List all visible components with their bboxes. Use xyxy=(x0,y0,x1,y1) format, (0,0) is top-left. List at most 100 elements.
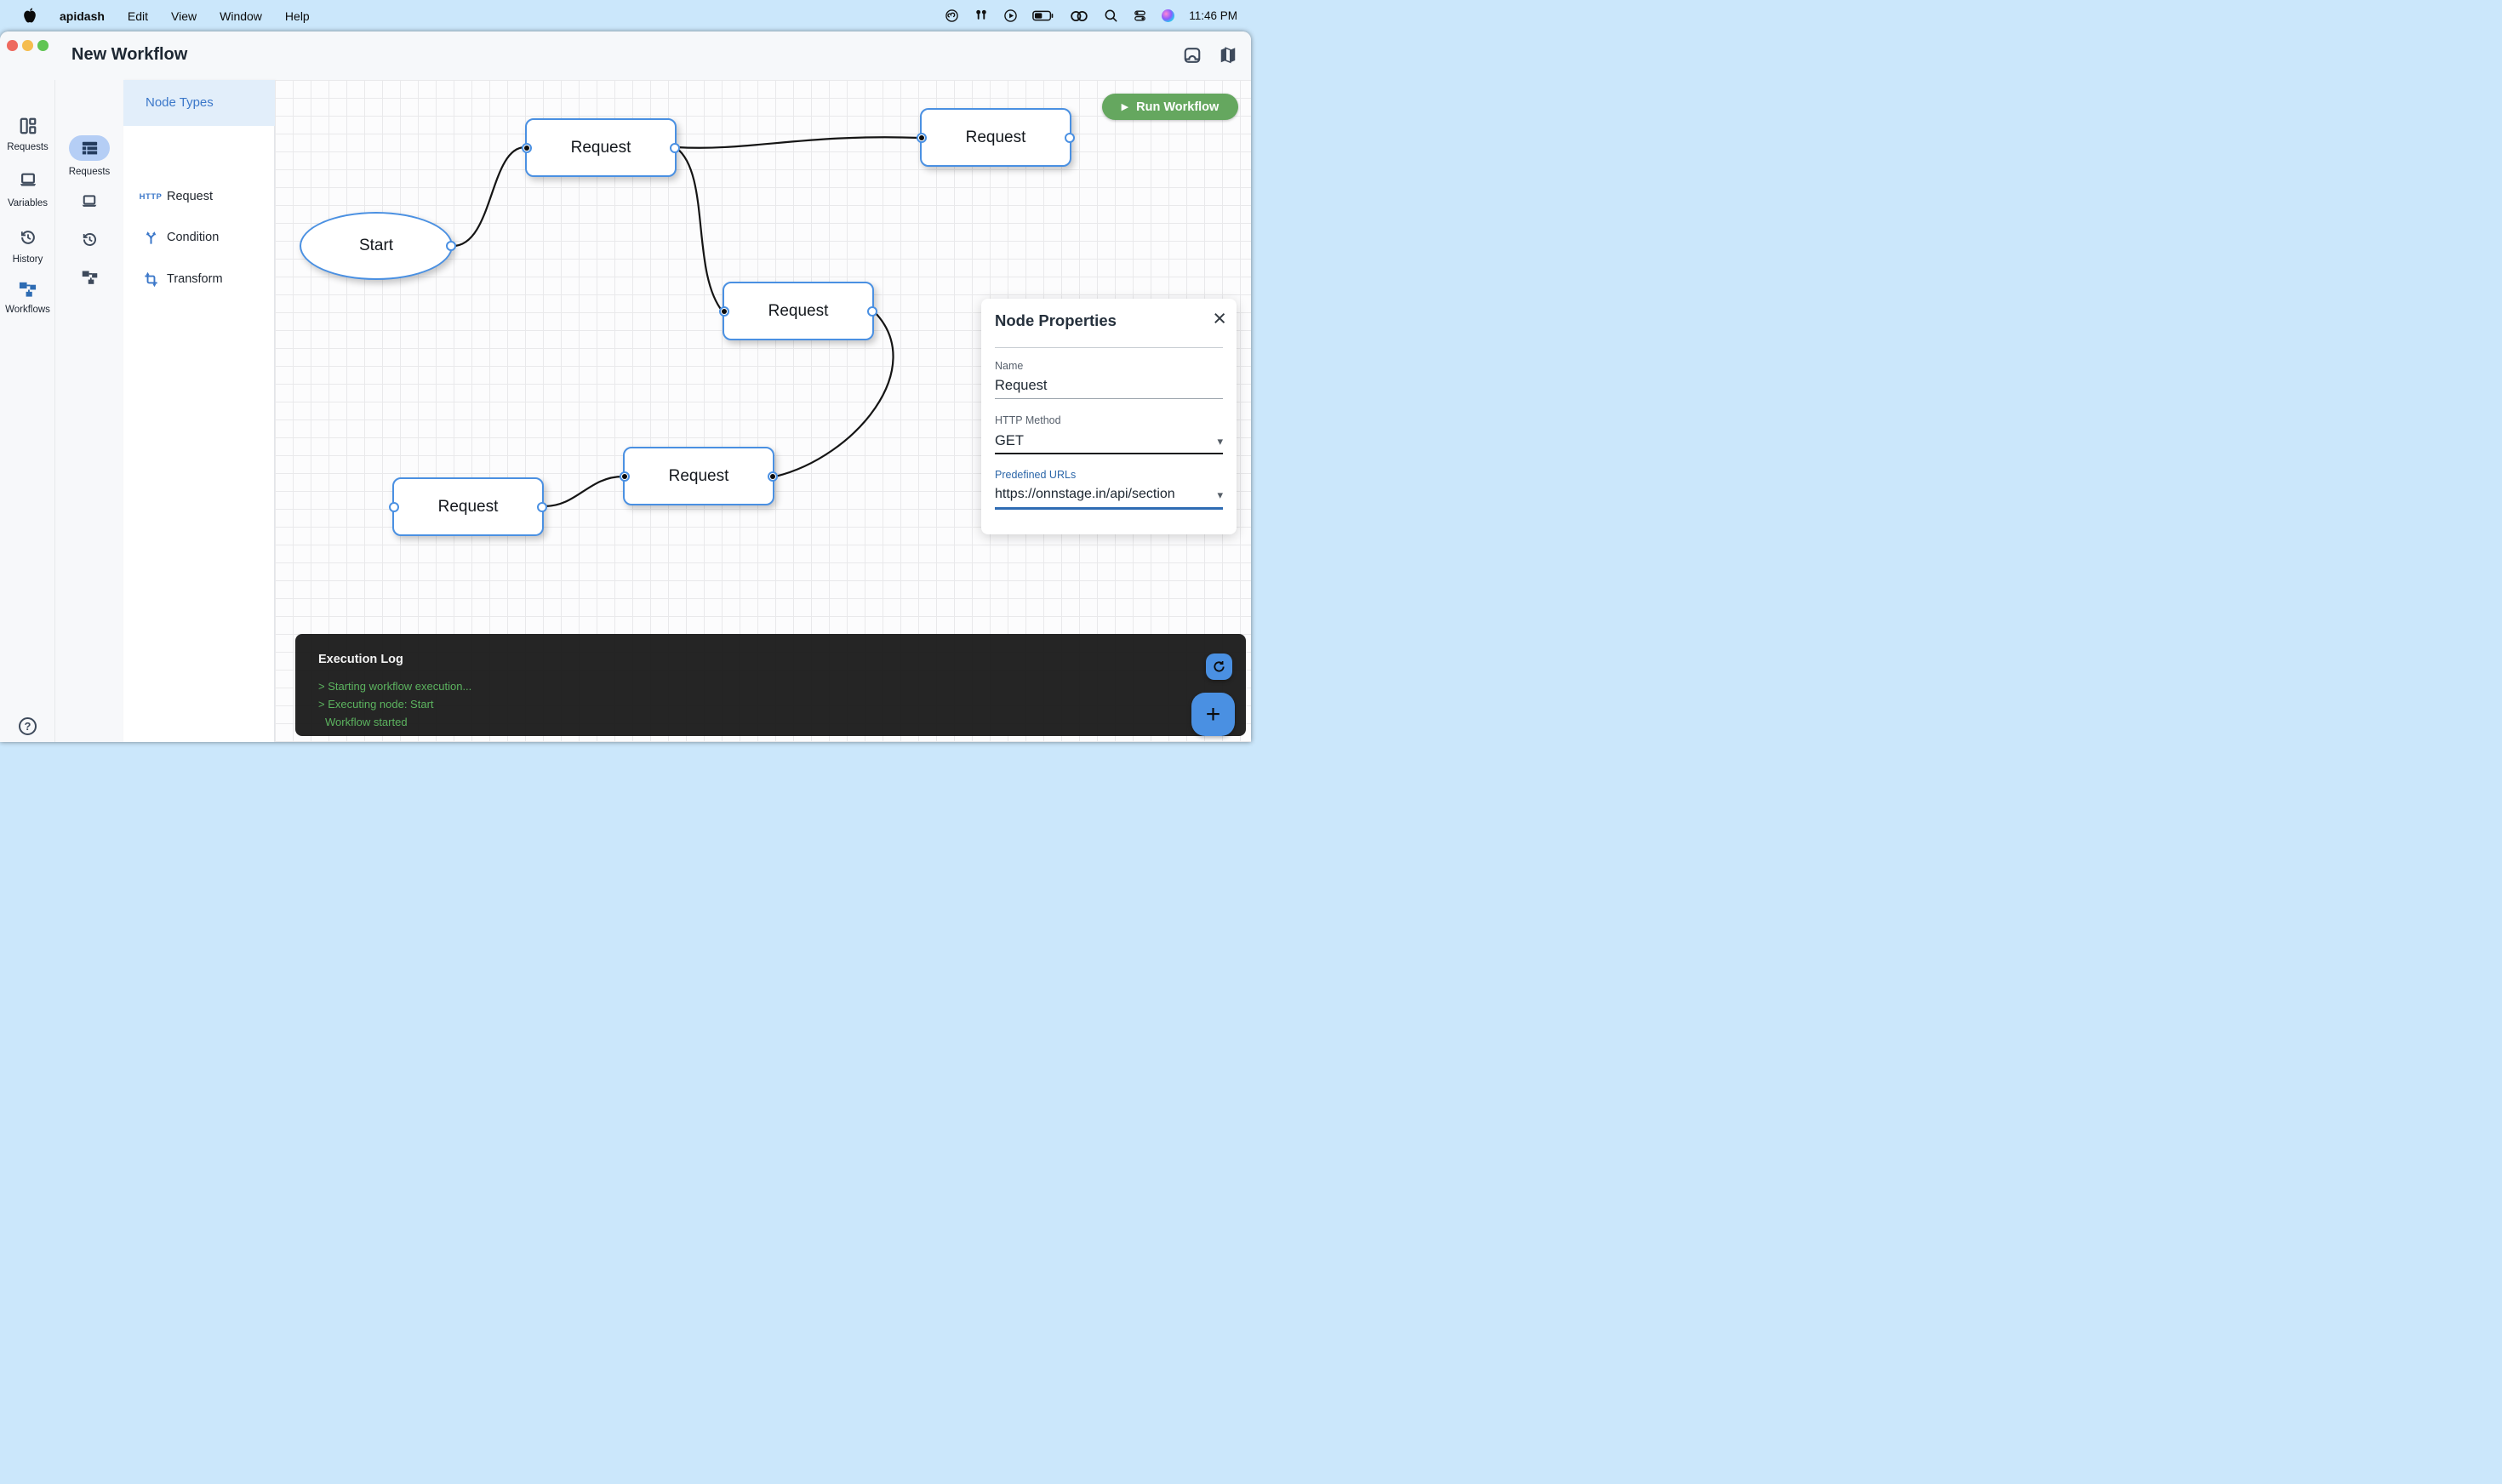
add-node-button[interactable]: + xyxy=(1191,693,1235,736)
http-icon: HTTP xyxy=(139,191,163,202)
start-node[interactable]: Start xyxy=(300,212,456,280)
log-line: > Starting workflow execution... xyxy=(318,680,472,693)
dashboard-icon xyxy=(20,117,36,134)
node-type-label: Condition xyxy=(167,231,220,244)
menu-edit[interactable]: Edit xyxy=(127,9,149,23)
secondary-item-workflows[interactable] xyxy=(55,268,123,286)
urls-field-label: Predefined URLs xyxy=(995,469,1077,481)
node-type-request[interactable]: HTTP Request xyxy=(123,182,275,211)
output-port[interactable] xyxy=(1065,132,1075,143)
history-icon xyxy=(83,233,96,247)
screen: apidash Edit View Window Help xyxy=(0,0,1251,742)
help-button[interactable]: ? xyxy=(0,717,55,735)
close-traffic-light[interactable] xyxy=(7,40,18,51)
node-type-label: Request xyxy=(167,190,214,203)
name-field-label: Name xyxy=(995,360,1024,372)
laptop-icon xyxy=(20,173,36,186)
run-workflow-button[interactable]: ▶ Run Workflow xyxy=(1102,94,1238,120)
branch-icon xyxy=(140,230,162,246)
input-port[interactable] xyxy=(522,142,532,153)
page-title: New Workflow xyxy=(71,45,188,64)
title-bar: New Workflow xyxy=(0,31,1251,80)
log-line: > Executing node: Start xyxy=(318,698,434,711)
minimize-traffic-light[interactable] xyxy=(22,40,33,51)
menu-bar: apidash Edit View Window Help xyxy=(0,0,1251,31)
sidebar-item-variables[interactable] xyxy=(0,171,55,194)
sidebar-label-requests: Requests xyxy=(7,142,49,152)
sidebar-item-workflows[interactable] xyxy=(0,279,55,303)
input-port[interactable] xyxy=(719,305,729,317)
method-field-underline xyxy=(995,453,1223,454)
edge-start-to-request1 xyxy=(451,146,527,248)
node-label: Start xyxy=(358,237,394,254)
chevron-down-icon[interactable]: ▾ xyxy=(1217,488,1223,501)
apple-menu-icon[interactable] xyxy=(23,8,37,24)
urls-field-underline xyxy=(995,507,1223,510)
secondary-item-history[interactable] xyxy=(55,231,123,248)
menu-view[interactable]: View xyxy=(171,9,197,23)
menu-app-name[interactable]: apidash xyxy=(60,9,105,23)
sidebar-item-requests[interactable] xyxy=(0,117,55,140)
input-port[interactable] xyxy=(389,501,399,512)
hotspot-rings-icon[interactable] xyxy=(1069,9,1089,23)
name-field-value[interactable]: Request xyxy=(995,378,1048,393)
request-node-3[interactable]: Request xyxy=(719,282,877,340)
sidebar-item-history[interactable] xyxy=(0,228,55,251)
play-icon: ▶ xyxy=(1121,102,1129,112)
output-port[interactable] xyxy=(446,241,456,251)
battery-icon[interactable] xyxy=(1032,10,1054,21)
edge-request1-to-request3 xyxy=(675,146,724,313)
input-port[interactable] xyxy=(620,471,630,482)
sidebar-label-history: History xyxy=(12,254,43,265)
sidebar-label-variables: Variables xyxy=(7,198,49,208)
request-node-5[interactable]: Request xyxy=(620,447,778,505)
map-icon[interactable] xyxy=(1219,46,1237,69)
method-field-label: HTTP Method xyxy=(995,414,1061,426)
menu-window[interactable]: Window xyxy=(220,9,262,23)
output-port[interactable] xyxy=(670,142,680,153)
execution-log-title: Execution Log xyxy=(318,653,403,666)
node-type-condition[interactable]: Condition xyxy=(123,223,275,252)
creative-cloud-icon[interactable] xyxy=(945,9,959,23)
node-type-transform[interactable]: Transform xyxy=(123,265,275,294)
airpods-icon[interactable] xyxy=(974,9,989,23)
node-label: Request xyxy=(437,497,499,516)
tray-save-icon[interactable] xyxy=(1183,46,1202,69)
run-workflow-label: Run Workflow xyxy=(1136,100,1220,114)
node-type-label: Transform xyxy=(167,272,223,286)
request-node-4[interactable]: Request xyxy=(389,477,547,536)
edge-request4-to-request5 xyxy=(543,475,625,508)
menu-clock[interactable]: 11:46 PM xyxy=(1189,9,1237,22)
request-node-2[interactable]: Request xyxy=(917,108,1075,167)
node-label: Request xyxy=(668,466,729,485)
output-port[interactable] xyxy=(867,305,877,317)
input-port[interactable] xyxy=(917,132,927,143)
main-sidebar: Requests Variables History Workflows ? ⚙ xyxy=(0,80,55,742)
log-line: Workflow started xyxy=(325,716,408,728)
play-status-icon[interactable] xyxy=(1003,9,1018,23)
output-port[interactable] xyxy=(537,501,547,512)
request-node-1[interactable]: Request xyxy=(522,118,680,177)
method-field-value[interactable]: GET xyxy=(995,433,1024,448)
spotlight-search-icon[interactable] xyxy=(1104,9,1118,23)
refresh-log-button[interactable] xyxy=(1206,654,1232,680)
urls-field-value[interactable]: https://onnstage.in/api/section xyxy=(995,487,1175,501)
close-icon[interactable]: × xyxy=(1213,305,1226,331)
output-port[interactable] xyxy=(768,471,778,482)
secondary-item-requests-active[interactable] xyxy=(69,135,110,161)
workflow-canvas[interactable]: Start Request Request Request Request xyxy=(275,80,1251,742)
laptop-icon xyxy=(82,195,97,207)
edge-request1-to-request2 xyxy=(675,136,922,149)
execution-log-panel: Execution Log > Starting workflow execut… xyxy=(295,634,1246,736)
chevron-down-icon[interactable]: ▾ xyxy=(1217,435,1223,448)
menu-help[interactable]: Help xyxy=(284,9,310,23)
secondary-item-variables[interactable] xyxy=(55,193,123,210)
refresh-icon xyxy=(1214,660,1225,672)
siri-icon[interactable] xyxy=(1162,9,1175,22)
control-center-icon[interactable] xyxy=(1133,9,1147,23)
node-label: Request xyxy=(965,128,1026,146)
app-window: New Workflow Requests Variables xyxy=(0,31,1251,742)
zoom-traffic-light[interactable] xyxy=(37,40,49,51)
sidebar-label-workflows: Workflows xyxy=(5,305,50,315)
help-icon: ? xyxy=(19,717,37,735)
